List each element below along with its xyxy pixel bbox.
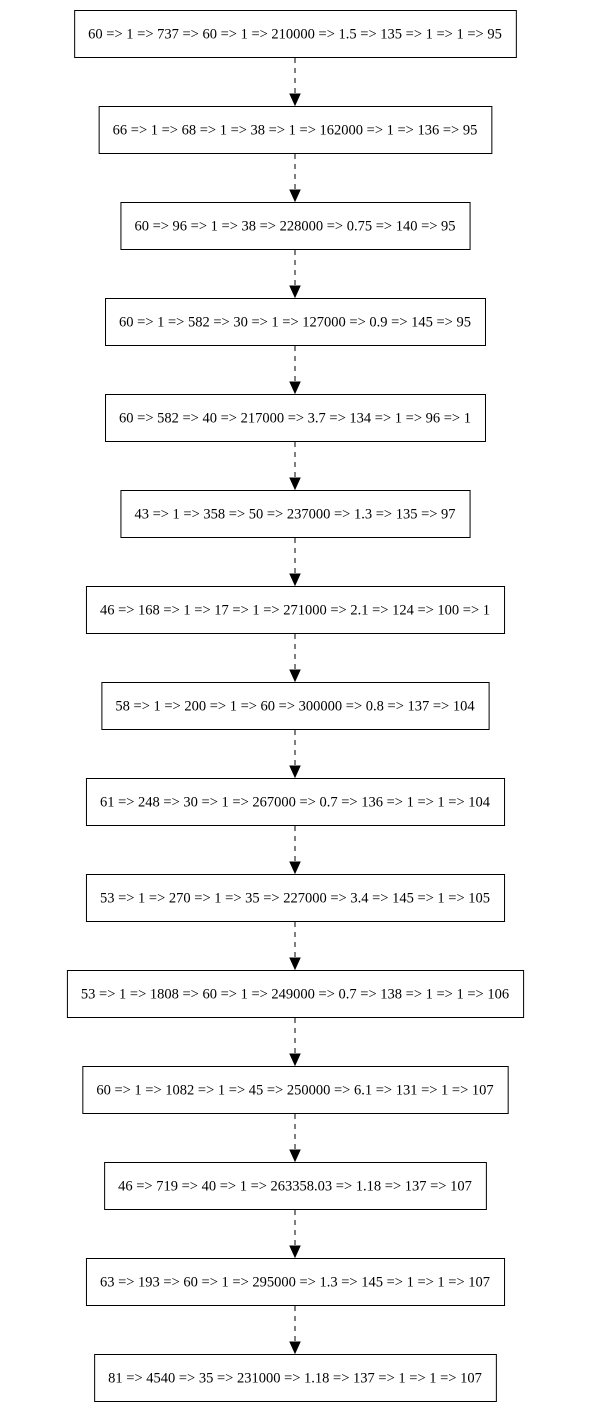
arrowhead-icon	[289, 765, 301, 779]
edge-arrow	[289, 826, 301, 875]
arrowhead-icon	[289, 285, 301, 299]
node: 46 => 168 => 1 => 17 => 1 => 271000 => 2…	[85, 586, 506, 634]
node-label: 81 => 4540 => 35 => 231000 => 1.18 => 13…	[108, 1371, 482, 1387]
node: 81 => 4540 => 35 => 231000 => 1.18 => 13…	[94, 1354, 497, 1402]
node: 60 => 1 => 1082 => 1 => 45 => 250000 => …	[82, 1066, 509, 1114]
node: 53 => 1 => 270 => 1 => 35 => 227000 => 3…	[85, 874, 506, 922]
node-label: 58 => 1 => 200 => 1 => 60 => 300000 => 0…	[115, 699, 475, 715]
node-label: 53 => 1 => 1808 => 60 => 1 => 249000 => …	[81, 987, 509, 1003]
node-box	[120, 202, 471, 250]
node-label: 61 => 248 => 30 => 1 => 267000 => 0.7 =>…	[100, 795, 491, 811]
node-label: 60 => 1 => 737 => 60 => 1 => 210000 => 1…	[88, 27, 502, 43]
arrowhead-icon	[289, 1341, 301, 1355]
node-label: 60 => 1 => 1082 => 1 => 45 => 250000 => …	[96, 1083, 493, 1099]
arrowhead-icon	[289, 861, 301, 875]
edge-arrow	[289, 442, 301, 491]
edge-arrow	[289, 346, 301, 395]
node-box	[120, 490, 471, 538]
node: 60 => 1 => 582 => 30 => 1 => 127000 => 0…	[105, 298, 486, 346]
edge-arrow	[289, 1210, 301, 1259]
arrowhead-icon	[289, 669, 301, 683]
node-box	[105, 394, 486, 442]
node-box	[85, 586, 506, 634]
node-box	[66, 970, 525, 1018]
arrowhead-icon	[289, 573, 301, 587]
node: 63 => 193 => 60 => 1 => 295000 => 1.3 =>…	[85, 1258, 506, 1306]
edge-arrow	[289, 730, 301, 779]
node-label: 46 => 719 => 40 => 1 => 263358.03 => 1.1…	[118, 1179, 472, 1195]
node-label: 66 => 1 => 68 => 1 => 38 => 1 => 162000 …	[113, 123, 478, 139]
edge-arrow	[289, 154, 301, 203]
nodes-group: 60 => 1 => 737 => 60 => 1 => 210000 => 1…	[66, 10, 525, 1402]
node-box	[85, 874, 506, 922]
node-box	[94, 1354, 497, 1402]
node: 66 => 1 => 68 => 1 => 38 => 1 => 162000 …	[98, 106, 493, 154]
node-box	[101, 682, 490, 730]
node: 46 => 719 => 40 => 1 => 263358.03 => 1.1…	[104, 1162, 487, 1210]
node-box	[85, 778, 506, 826]
node-label: 43 => 1 => 358 => 50 => 237000 => 1.3 =>…	[134, 507, 455, 523]
node: 60 => 582 => 40 => 217000 => 3.7 => 134 …	[105, 394, 486, 442]
edge-arrow	[289, 1018, 301, 1067]
arrowhead-icon	[289, 957, 301, 971]
edge-arrow	[289, 538, 301, 587]
arrowhead-icon	[289, 1245, 301, 1259]
edge-arrow	[289, 1306, 301, 1355]
node-label: 60 => 1 => 582 => 30 => 1 => 127000 => 0…	[119, 315, 471, 331]
edge-arrow	[289, 1114, 301, 1163]
node-box	[82, 1066, 509, 1114]
node: 61 => 248 => 30 => 1 => 267000 => 0.7 =>…	[85, 778, 506, 826]
node: 60 => 96 => 1 => 38 => 228000 => 0.75 =>…	[120, 202, 471, 250]
node-label: 63 => 193 => 60 => 1 => 295000 => 1.3 =>…	[100, 1275, 490, 1291]
node-box	[98, 106, 493, 154]
node-label: 53 => 1 => 270 => 1 => 35 => 227000 => 3…	[100, 891, 490, 907]
node-box	[74, 10, 517, 58]
edge-arrow	[289, 634, 301, 683]
arrowhead-icon	[289, 93, 301, 107]
arrowhead-icon	[289, 381, 301, 395]
edge-arrow	[289, 922, 301, 971]
arrowhead-icon	[289, 189, 301, 203]
arrowhead-icon	[289, 1053, 301, 1067]
node: 43 => 1 => 358 => 50 => 237000 => 1.3 =>…	[120, 490, 471, 538]
node-box	[104, 1162, 487, 1210]
node-label: 46 => 168 => 1 => 17 => 1 => 271000 => 2…	[100, 603, 490, 619]
arrowhead-icon	[289, 477, 301, 491]
node: 53 => 1 => 1808 => 60 => 1 => 249000 => …	[66, 970, 525, 1018]
node-label: 60 => 582 => 40 => 217000 => 3.7 => 134 …	[119, 411, 471, 427]
edge-arrow	[289, 58, 301, 107]
node: 60 => 1 => 737 => 60 => 1 => 210000 => 1…	[74, 10, 517, 58]
node-label: 60 => 96 => 1 => 38 => 228000 => 0.75 =>…	[134, 219, 455, 235]
edges-group	[289, 58, 301, 1355]
node-box	[85, 1258, 506, 1306]
node: 58 => 1 => 200 => 1 => 60 => 300000 => 0…	[101, 682, 490, 730]
edge-arrow	[289, 250, 301, 299]
arrowhead-icon	[289, 1149, 301, 1163]
node-box	[105, 298, 486, 346]
